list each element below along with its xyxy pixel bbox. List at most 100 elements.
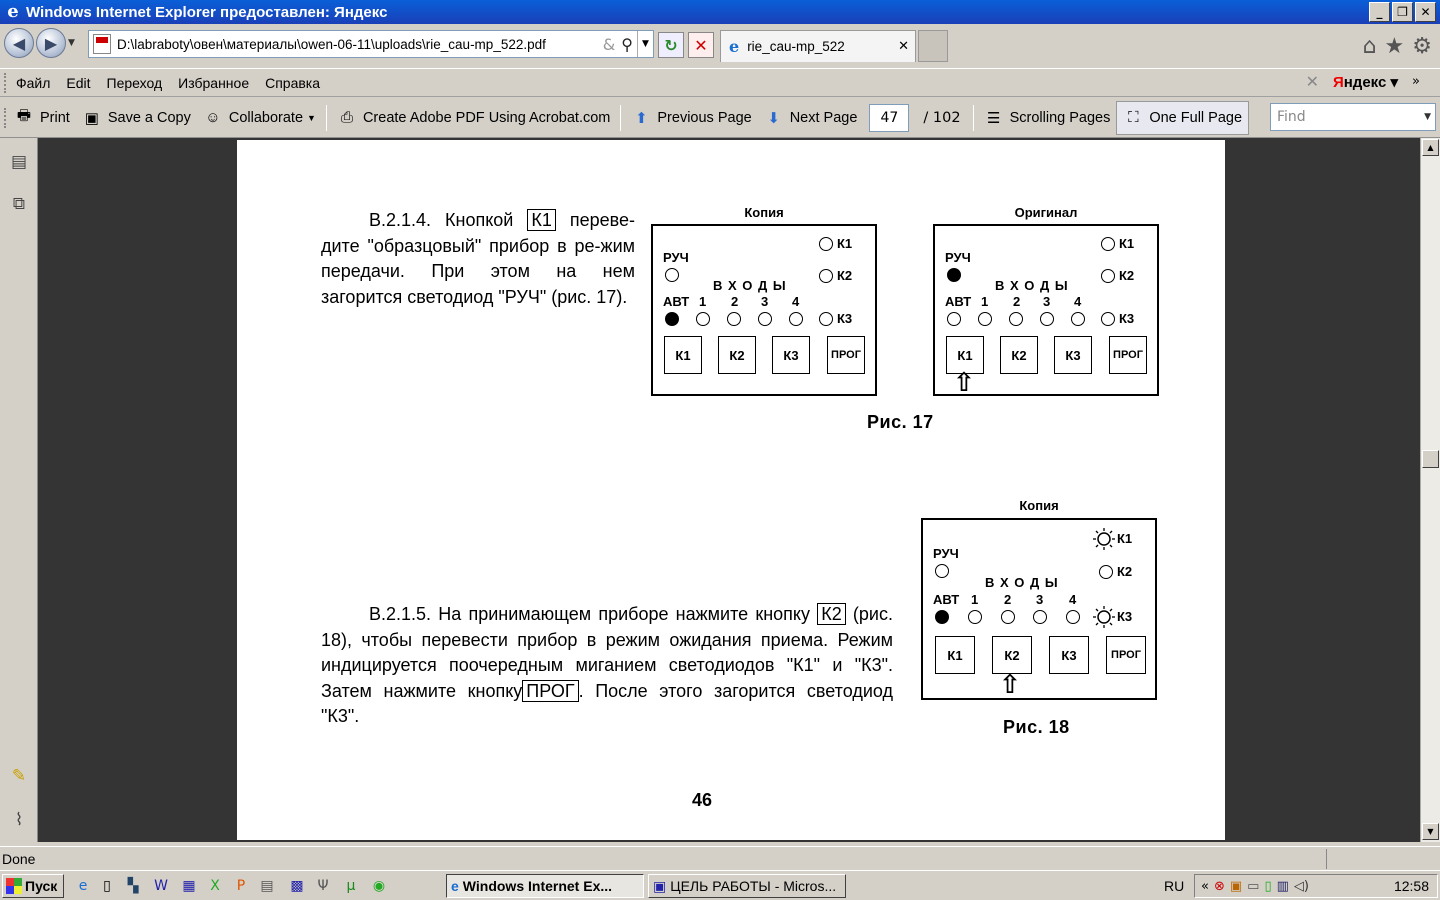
- fig18-caption: Рис. 18: [1003, 717, 1070, 737]
- one-full-page-button[interactable]: ⛶ One Full Page: [1116, 100, 1250, 135]
- address-url[interactable]: D:\labraboty\овен\материалы\owen-06-11\u…: [117, 36, 546, 52]
- tray-expand-icon[interactable]: «: [1201, 878, 1209, 894]
- quicklaunch-icon-5[interactable]: ▦: [182, 878, 196, 894]
- tab-close-icon[interactable]: ✕: [898, 39, 909, 54]
- next-page-button[interactable]: ⬇ Next Page: [758, 101, 864, 135]
- menu-edit[interactable]: Edit: [66, 74, 91, 91]
- chevron-more-icon[interactable]: »: [1412, 74, 1420, 89]
- quicklaunch-icon-9[interactable]: ▩: [290, 878, 304, 894]
- document-viewport[interactable]: В.2.1.4. Кнопкой К1 переве- дите "образц…: [38, 138, 1420, 842]
- minimize-button[interactable]: _: [1369, 2, 1390, 22]
- panel-button-k3: К3: [1049, 636, 1089, 674]
- excel-quicklaunch-icon[interactable]: X: [210, 878, 220, 894]
- home-icon[interactable]: ⌂: [1362, 34, 1377, 59]
- search-icon[interactable]: ⚲: [621, 34, 633, 54]
- taskbar-item-word[interactable]: ▣ ЦЕЛЬ РАБОТЫ - Micros...: [648, 874, 846, 898]
- panel-button-k1: К1: [935, 636, 975, 674]
- led-in4: [1071, 312, 1085, 326]
- tray-icon-3[interactable]: ▣: [1229, 878, 1243, 894]
- powerpoint-quicklaunch-icon[interactable]: P: [236, 878, 246, 894]
- quicklaunch-icon-3[interactable]: ▚: [127, 878, 139, 894]
- label-k1: К1: [837, 236, 853, 251]
- toolbar-close-icon[interactable]: ✕: [1305, 72, 1319, 91]
- menu-go[interactable]: Переход: [106, 74, 163, 91]
- label-in3: 3: [1043, 294, 1051, 309]
- yandex-logo[interactable]: Яндекс ▾: [1332, 73, 1399, 91]
- chrome-quicklaunch-icon[interactable]: ◉: [372, 878, 386, 894]
- favorites-star-icon[interactable]: ★: [1384, 34, 1405, 59]
- para2-text-middle: (рис. 18), чтобы перевести прибор в режи…: [321, 604, 893, 701]
- new-tab-button[interactable]: [918, 30, 948, 62]
- create-pdf-button[interactable]: ⎙ Create Adobe PDF Using Acrobat.com: [331, 101, 616, 135]
- taskbar-item-ie[interactable]: e Windows Internet Ex...: [446, 874, 644, 898]
- address-toolbar: ◀ ▶ ▼ D:\labraboty\овен\материалы\owen-0…: [0, 24, 1440, 68]
- led-in4: [789, 312, 803, 326]
- press-arrow-icon: ⇧: [999, 670, 1021, 700]
- ie-task-icon: e: [451, 878, 459, 894]
- collaborate-label: Collaborate: [228, 109, 304, 126]
- back-button[interactable]: ◀: [4, 28, 34, 58]
- quicklaunch-icon-2[interactable]: ▯: [103, 878, 111, 894]
- collaborate-icon: ☺: [205, 109, 221, 126]
- address-bar[interactable]: D:\labraboty\овен\материалы\owen-06-11\u…: [88, 30, 654, 58]
- scroll-thumb[interactable]: [1422, 450, 1439, 468]
- next-page-label: Next Page: [789, 109, 858, 126]
- para1-text-start: В.2.1.4. Кнопкой: [369, 210, 514, 230]
- maximize-button[interactable]: ❐: [1392, 2, 1413, 22]
- tray-icon-5[interactable]: ▯: [1264, 878, 1272, 894]
- find-input[interactable]: Find ▼: [1270, 103, 1436, 131]
- refresh-button[interactable]: ↻: [658, 32, 684, 58]
- find-dropdown-icon[interactable]: ▼: [1424, 112, 1431, 122]
- scroll-up-icon[interactable]: ▲: [1422, 139, 1439, 156]
- language-indicator[interactable]: RU: [1164, 878, 1185, 894]
- volume-icon[interactable]: ◁): [1293, 878, 1309, 894]
- history-dropdown-icon[interactable]: ▼: [68, 38, 75, 48]
- led-k3: [1101, 312, 1115, 326]
- acrobat-toolbar: 🖶 Print ▣ Save a Copy ☺ Collaborate ▼ ⎙ …: [0, 98, 1440, 138]
- print-button[interactable]: 🖶 Print: [8, 101, 76, 135]
- close-button[interactable]: ✕: [1415, 2, 1436, 22]
- save-copy-button[interactable]: ▣ Save a Copy: [76, 101, 197, 135]
- print-label: Print: [40, 109, 70, 126]
- comments-icon[interactable]: ✎: [11, 766, 27, 786]
- label-k3: К3: [837, 311, 853, 326]
- bookmarks-panel-icon[interactable]: ⧉: [12, 194, 26, 214]
- panel-button-k1: К1: [664, 336, 702, 374]
- collaborate-button[interactable]: ☺ Collaborate ▼: [197, 101, 322, 135]
- previous-page-button[interactable]: ⬆ Previous Page: [625, 101, 757, 135]
- network-tray-icon[interactable]: ▥: [1276, 878, 1289, 894]
- system-tray: « ⊗ ▣ ▭ ▯ ▥ ◁) 12:58: [1194, 874, 1438, 898]
- tray-icon-4[interactable]: ▭: [1247, 878, 1260, 894]
- pages-panel-icon[interactable]: ▤: [10, 152, 28, 172]
- page-number-input[interactable]: 47: [869, 103, 910, 132]
- start-button[interactable]: Пуск: [2, 874, 64, 898]
- label-ruch: РУЧ: [663, 250, 689, 265]
- quicklaunch-icon-10[interactable]: Ψ: [317, 878, 329, 894]
- label-in3: 3: [1036, 592, 1044, 607]
- utorrent-quicklaunch-icon[interactable]: µ: [346, 878, 356, 894]
- antivirus-tray-icon[interactable]: ⊗: [1213, 878, 1225, 894]
- gear-icon[interactable]: ⚙: [1412, 34, 1432, 59]
- ie-quicklaunch-icon[interactable]: e: [78, 878, 88, 894]
- attachments-paperclip-icon[interactable]: ⌇: [14, 810, 24, 830]
- vertical-scrollbar[interactable]: ▲ ▼: [1420, 138, 1440, 842]
- word-quicklaunch-icon[interactable]: W: [154, 878, 168, 894]
- create-pdf-label: Create Adobe PDF Using Acrobat.com: [362, 109, 611, 126]
- ie-logo-icon: e: [7, 1, 19, 22]
- compat-icon[interactable]: &: [602, 34, 616, 54]
- address-dropdown-icon[interactable]: ▼: [637, 31, 653, 57]
- forward-button[interactable]: ▶: [36, 28, 66, 58]
- menu-help[interactable]: Справка: [265, 74, 321, 91]
- quicklaunch-icon-8[interactable]: ▤: [260, 878, 274, 894]
- menu-favorites[interactable]: Избранное: [178, 74, 250, 91]
- led-in4: [1066, 610, 1080, 624]
- printer-icon: 🖶: [16, 107, 32, 124]
- scrolling-pages-button[interactable]: ☰ Scrolling Pages: [978, 101, 1117, 135]
- tab-pdf[interactable]: e rie_cau-mp_522 ✕: [720, 30, 916, 62]
- stop-button[interactable]: ✕: [688, 32, 714, 58]
- scroll-down-icon[interactable]: ▼: [1422, 823, 1439, 840]
- para1-text-hyphen: переве-: [569, 210, 635, 230]
- led-ruch: [947, 268, 961, 282]
- arrow-down-icon: ⬇: [767, 109, 780, 127]
- menu-file[interactable]: Файл: [16, 74, 51, 91]
